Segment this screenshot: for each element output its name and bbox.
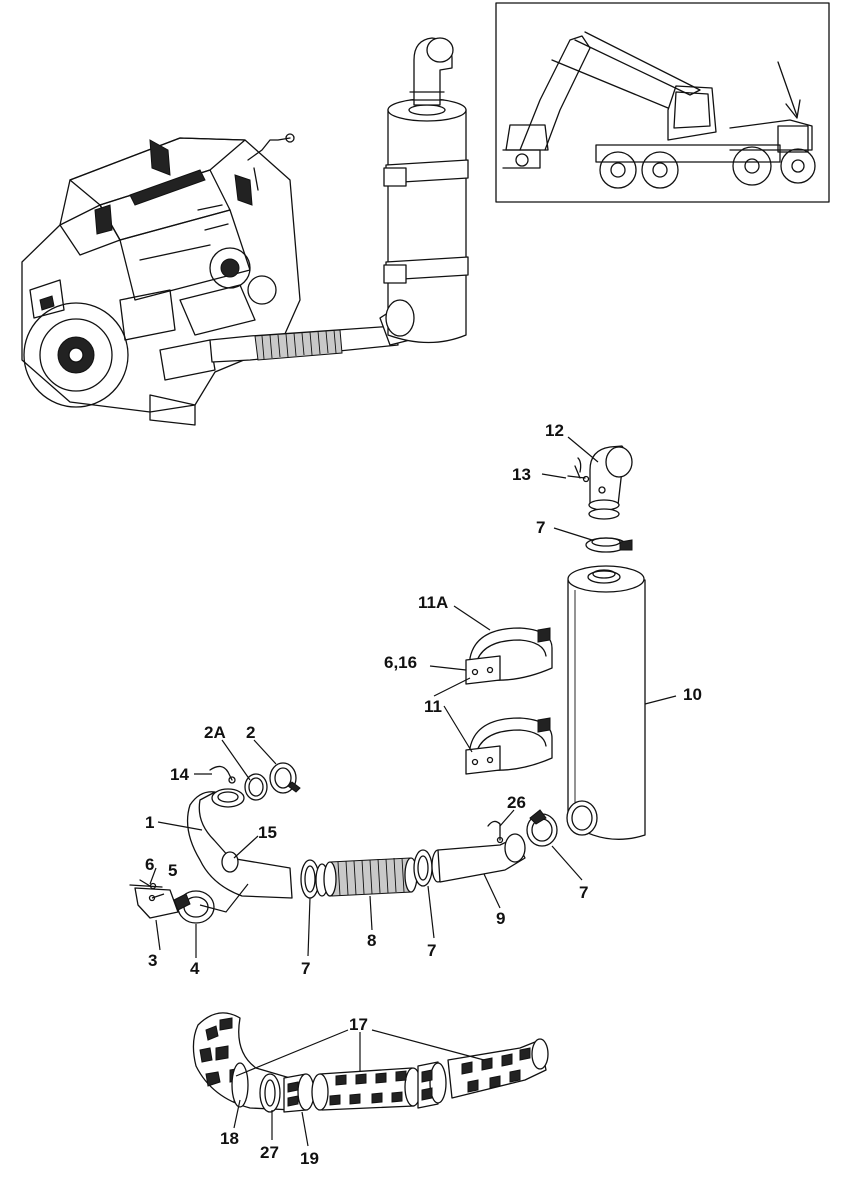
bolt-13 (567, 457, 590, 483)
label-13: 13 (512, 465, 531, 484)
label-7-middle: 7 (427, 941, 436, 960)
clamp-7-top (585, 537, 633, 553)
label-15: 15 (258, 823, 277, 842)
label-2A: 2A (204, 723, 226, 742)
clamp-2 (269, 762, 301, 794)
muffler-10 (566, 565, 646, 840)
label-9: 9 (496, 909, 505, 928)
label-11: 11 (424, 697, 442, 716)
label-7-left: 7 (301, 959, 310, 978)
label-4: 4 (190, 959, 200, 978)
label-12: 12 (545, 421, 564, 440)
label-17: 17 (349, 1015, 368, 1034)
clamp-4 (173, 890, 215, 924)
engine-assembly (21, 133, 301, 426)
label-10: 10 (683, 685, 702, 704)
leader-lines (149, 436, 677, 1147)
installed-muffler (383, 37, 469, 344)
strap-11 (465, 717, 553, 775)
label-27: 27 (260, 1143, 279, 1162)
label-26: 26 (507, 793, 526, 812)
label-7-top: 7 (536, 518, 545, 537)
label-2: 2 (246, 723, 255, 742)
label-1: 1 (145, 813, 154, 832)
label-5: 5 (168, 861, 177, 880)
label-6: 6 (145, 855, 154, 874)
strap-11A (465, 627, 553, 685)
label-3: 3 (148, 951, 157, 970)
sensor-26 (487, 820, 504, 844)
label-7-right: 7 (579, 883, 588, 902)
sensor-14 (209, 765, 236, 784)
tail-elbow-12 (588, 445, 633, 520)
label-19: 19 (300, 1149, 319, 1168)
gasket-2A (244, 773, 268, 801)
bolt-6-washer-5 (139, 879, 157, 890)
bellows-8 (323, 857, 418, 897)
callout-labels: 12 13 7 11A 6,16 11 10 2A 2 14 26 1 15 6… (145, 421, 702, 1168)
label-14: 14 (170, 765, 189, 784)
label-6-16: 6,16 (384, 653, 417, 672)
pipe-9 (437, 833, 526, 883)
clamp-7-right (526, 809, 558, 847)
label-8: 8 (367, 931, 376, 950)
bracket-3 (129, 884, 179, 919)
label-18: 18 (220, 1129, 239, 1148)
insulation-wrap-17 (192, 1012, 549, 1113)
pipe-1 (186, 788, 293, 899)
machine-location-inset (495, 2, 830, 203)
label-11A: 11A (418, 593, 448, 612)
